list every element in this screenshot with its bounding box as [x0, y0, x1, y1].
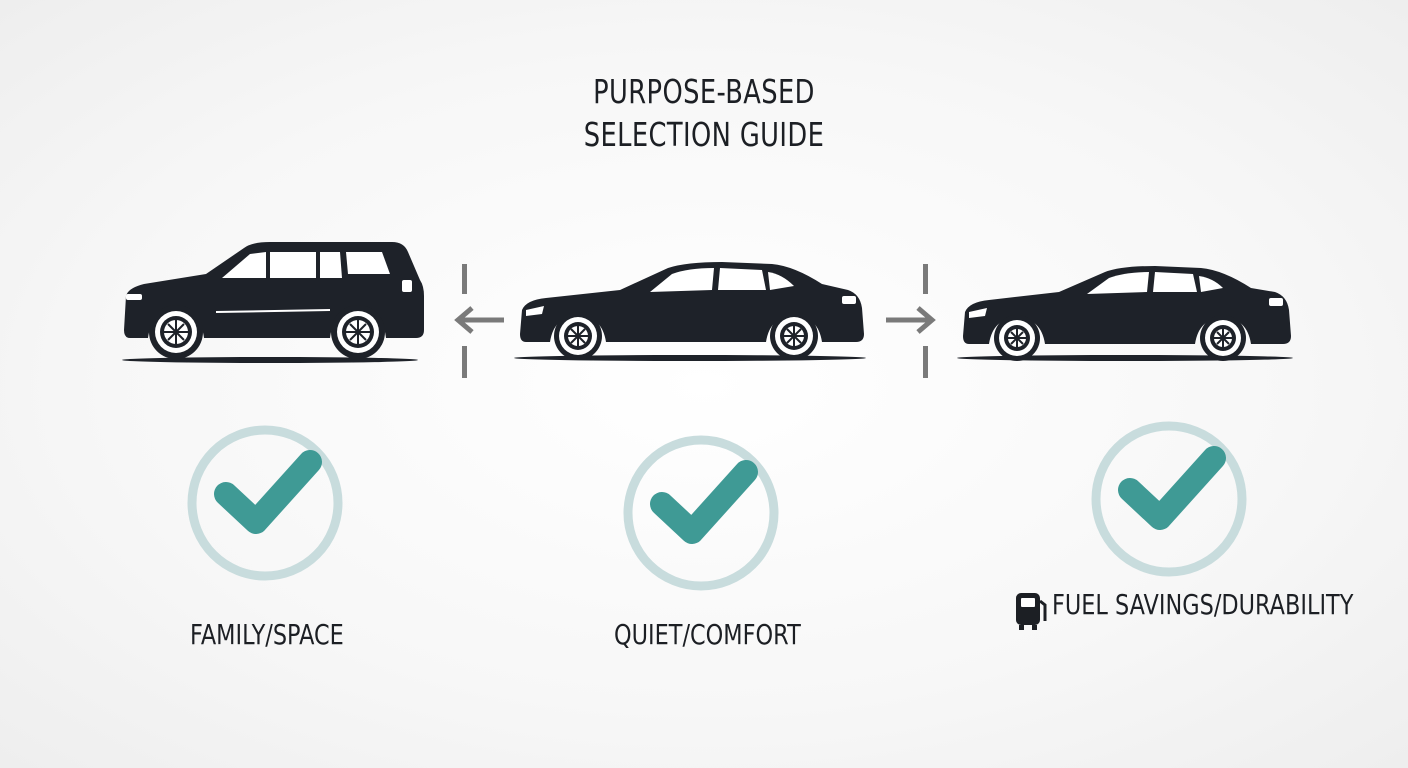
quiet-comfort-label: QUIET/COMFORT	[614, 618, 801, 651]
family-checkmark-icon	[187, 425, 343, 581]
compact-sedan-icon	[957, 266, 1293, 361]
fuel-savings-durability-label: FUEL SAVINGS/DURABILITY	[1052, 588, 1354, 621]
fuel-pump-icon	[1016, 593, 1047, 630]
title-line-1: PURPOSE-BASED	[593, 72, 815, 111]
family-space-label: FAMILY/SPACE	[190, 618, 344, 651]
right-divider-arrow	[886, 264, 936, 378]
sedan-icon	[514, 262, 866, 361]
fuel-checkmark-icon	[1091, 421, 1247, 577]
guide-title: PURPOSE-BASED SELECTION GUIDE	[548, 70, 860, 156]
suv-icon	[122, 242, 424, 363]
comfort-checkmark-icon	[623, 435, 779, 591]
left-divider-arrow	[454, 264, 504, 378]
title-line-2: SELECTION GUIDE	[583, 115, 825, 154]
